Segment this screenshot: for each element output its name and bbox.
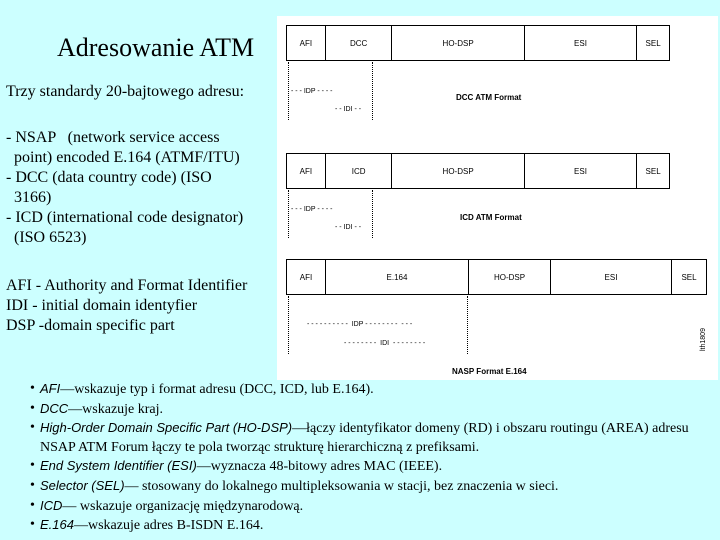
bullet-text: —wskazuje adres B-ISDN E.164. <box>73 518 264 534</box>
bullet-term: AFI <box>40 381 61 396</box>
bullet-item: DCC—wskazuje kraj. <box>30 400 712 420</box>
nsap-format-title: NASP Format E.164 <box>452 367 527 376</box>
icd-idp-bracket <box>288 190 289 238</box>
bullet-item: ICD— wskazuje organizację międzynarodową… <box>30 497 712 517</box>
bullet-text: —wskazuje kraj. <box>68 401 164 417</box>
abbreviations-list: AFI - Authority and Format Identifier ID… <box>6 277 248 334</box>
bullet-text: —wyznacza 48-bitowy adres MAC (IEEE). <box>196 459 443 475</box>
icd-format-title: ICD ATM Format <box>460 213 522 222</box>
field-sel: SEL <box>636 154 669 188</box>
field-esi: ESI <box>523 26 636 60</box>
bullet-term: High-Order Domain Specific Part (HO-DSP) <box>40 420 293 436</box>
nsap-idi-bracket <box>467 296 468 354</box>
bullet-term: ICD <box>40 497 63 513</box>
bullet-term: DCC <box>40 400 69 416</box>
icd-idi-bracket <box>372 190 373 238</box>
field-dcc: DCC <box>324 26 392 60</box>
field-icd: ICD <box>324 154 392 188</box>
standards-list: - NSAP (network service access point) en… <box>6 129 244 246</box>
nsap-idp-label: - - - - - - - - - - IDP - - - - - - - - … <box>307 321 413 328</box>
bullet-item: End System Identifier (ESI)—wyznacza 48-… <box>30 457 712 477</box>
bullet-text: — wskazuje organizację międzynarodową. <box>62 498 304 514</box>
figure-code: lth1809 <box>700 328 707 351</box>
field-sel: SEL <box>636 26 669 60</box>
dcc-format-fields: AFI DCC HO-DSP ESI SEL <box>286 25 670 61</box>
field-afi: AFI <box>299 166 313 176</box>
field-esi: ESI <box>550 260 671 294</box>
bullet-term: End System Identifier (ESI) <box>40 458 197 474</box>
dcc-idi-label: - - IDI - - <box>335 106 362 113</box>
icd-format-fields: AFI ICD HO-DSP ESI SEL <box>286 153 670 189</box>
bullet-text: —łączy identyfikator domeny (RD) i obsza… <box>40 421 689 455</box>
bullet-item: E.164—wskazuje adres B-ISDN E.164. <box>30 516 712 536</box>
field-descriptions: AFI—wskazuje typ i format adresu (DCC, I… <box>30 380 712 536</box>
nsap-idi-label: - - - - - - - - IDI - - - - - - - - <box>344 340 426 347</box>
field-ho-dsp: HO-DSP <box>391 154 523 188</box>
field-e164: E.164 <box>325 260 468 294</box>
field-sel: SEL <box>671 260 706 294</box>
slide-title: Adresowanie ATM <box>57 33 255 62</box>
bullet-text: —wskazuje typ i format adresu (DCC, ICD,… <box>60 382 374 397</box>
nsap-idp-bracket <box>288 296 289 354</box>
bullet-item: AFI—wskazuje typ i format adresu (DCC, I… <box>30 380 712 400</box>
icd-idp-label: - - - IDP - - - - <box>291 206 333 213</box>
bullet-item: High-Order Domain Specific Part (HO-DSP)… <box>30 419 712 457</box>
nsap-format-fields: AFI E.164 HO-DSP ESI SEL <box>286 259 707 295</box>
address-format-figure: AFI DCC HO-DSP ESI SEL - - - IDP - - - -… <box>277 16 718 380</box>
bullet-item: Selector (SEL)— stosowany do lokalnego m… <box>30 477 712 497</box>
icd-idi-label: - - IDI - - <box>335 224 362 231</box>
dcc-idp-bracket <box>288 62 289 120</box>
bullet-term: Selector (SEL) <box>40 477 125 493</box>
slide-subtitle: Trzy standardy 20-bajtowego adresu: <box>6 83 245 100</box>
field-ho-dsp: HO-DSP <box>391 26 523 60</box>
field-afi: AFI <box>299 38 313 48</box>
dcc-idi-bracket <box>372 62 373 120</box>
dcc-format-title: DCC ATM Format <box>456 93 522 102</box>
dcc-idp-label: - - - IDP - - - - <box>291 88 333 95</box>
bullet-term: E.164 <box>40 517 74 533</box>
field-afi: AFI <box>299 272 313 282</box>
field-ho-dsp: HO-DSP <box>468 260 550 294</box>
field-esi: ESI <box>523 154 636 188</box>
bullet-text: — stosowany do lokalnego multipleksowani… <box>124 478 559 494</box>
